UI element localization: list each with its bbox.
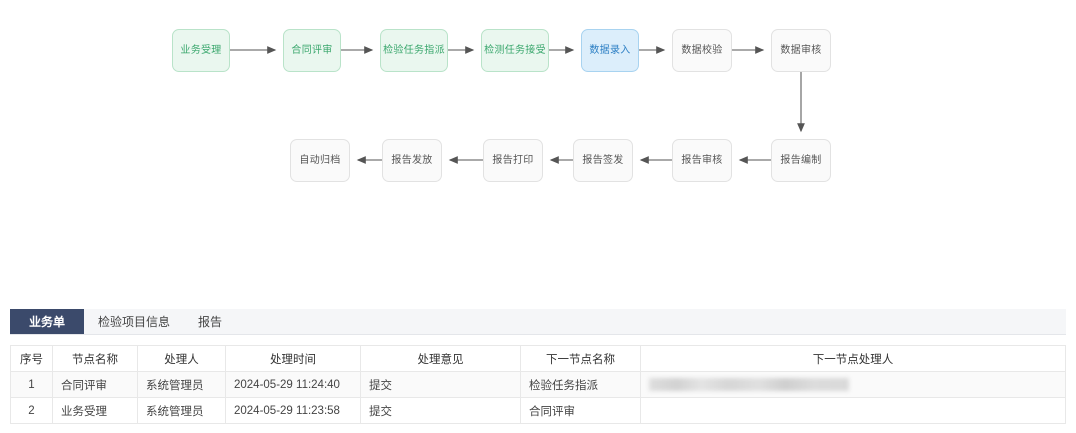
column-header-next: 下一节点名称 [520, 345, 641, 372]
table-header: 序号节点名称处理人处理时间处理意见下一节点名称下一节点处理人 [10, 345, 1066, 372]
cell-time: 2024-05-29 11:23:58 [225, 397, 361, 424]
flow-node-n6[interactable]: 数据校验 [672, 29, 732, 72]
flow-node-n8[interactable]: 报告编制 [771, 139, 831, 182]
cell-opinion: 提交 [360, 371, 521, 398]
column-header-node: 节点名称 [52, 345, 138, 372]
column-header-idx: 序号 [10, 345, 53, 372]
table-header-row: 序号节点名称处理人处理时间处理意见下一节点名称下一节点处理人 [10, 345, 1066, 372]
flow-node-n7[interactable]: 数据审核 [771, 29, 831, 72]
cell-idx: 2 [10, 397, 53, 424]
cell-handler: 系统管理员 [137, 371, 226, 398]
flow-node-n3[interactable]: 检验任务指派 [380, 29, 448, 72]
flow-node-n1[interactable]: 业务受理 [172, 29, 230, 72]
tab-bar: 业务单检验项目信息 报告 [10, 309, 1066, 335]
tab-2[interactable]: 报告 [198, 315, 223, 329]
cell-handler: 系统管理员 [137, 397, 226, 424]
cell-next: 合同评审 [520, 397, 641, 424]
cell-node: 业务受理 [52, 397, 138, 424]
cell-time: 2024-05-29 11:24:40 [225, 371, 361, 398]
redacted-value [649, 378, 849, 391]
flow-node-n2[interactable]: 合同评审 [283, 29, 341, 72]
cell-nexthand [640, 371, 1066, 398]
cell-next: 检验任务指派 [520, 371, 641, 398]
tab-0[interactable]: 业务单 [10, 309, 84, 334]
flow-node-n12[interactable]: 报告发放 [382, 139, 442, 182]
cell-idx: 1 [10, 371, 53, 398]
cell-opinion: 提交 [360, 397, 521, 424]
tab-1[interactable]: 检验项目信息 [98, 315, 171, 329]
column-header-opinion: 处理意见 [360, 345, 521, 372]
workflow-connectors [230, 46, 805, 164]
column-header-time: 处理时间 [225, 345, 361, 372]
flow-node-n10[interactable]: 报告签发 [573, 139, 633, 182]
workflow-diagram: 业务受理 合同评审检验任务指派检测任务接受数据录入数据校验数据审核报告编制报告审核… [172, 29, 831, 182]
flow-node-n9[interactable]: 报告审核 [672, 139, 732, 182]
column-header-nexthand: 下一节点处理人 [640, 345, 1066, 372]
flow-node-n5[interactable]: 数据录入 [581, 29, 639, 72]
flow-node-n11[interactable]: 报告打印 [483, 139, 543, 182]
cell-node: 合同评审 [52, 371, 138, 398]
flow-node-n4[interactable]: 检测任务接受 [481, 29, 549, 72]
cell-nexthand [640, 397, 1066, 424]
flow-node-n13[interactable]: 自动归档 [290, 139, 350, 182]
column-header-handler: 处理人 [137, 345, 226, 372]
